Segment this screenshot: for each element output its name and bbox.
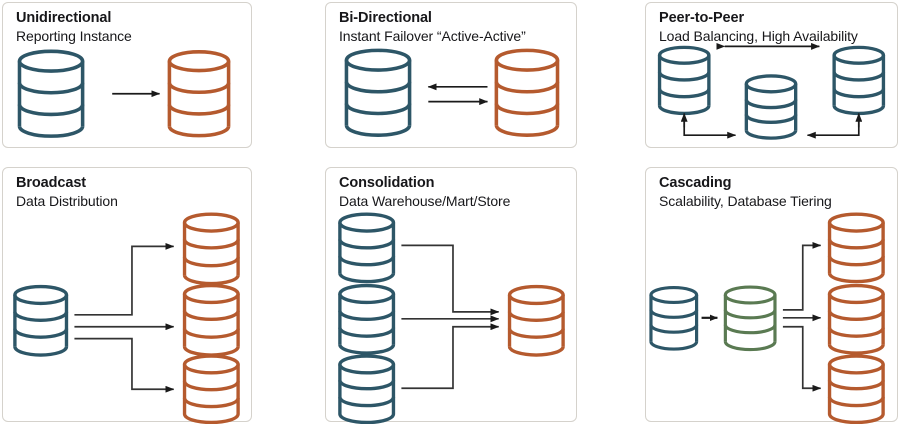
panel-title: Consolidation [339, 175, 435, 191]
panel-unidirectional: Unidirectional Reporting Instance [2, 2, 252, 148]
broadcast-artwork [13, 212, 240, 424]
panel-title: Broadcast [16, 175, 87, 191]
consolidation-artwork [338, 212, 565, 424]
panel-title-block: Broadcast Data Distribution [16, 175, 118, 209]
panel-peer-to-peer: Peer-to-Peer Load Balancing, High Availa… [645, 2, 898, 148]
panel-broadcast: Broadcast Data Distribution [2, 167, 252, 424]
panel-title: Bi-Directional [339, 10, 432, 26]
db-cylinder-peer-center [744, 74, 798, 140]
arrow-relay-to-target-bottom [782, 325, 822, 392]
panel-title-block: Unidirectional Reporting Instance [16, 10, 132, 44]
panel-title-block: Consolidation Data Warehouse/Mart/Store [339, 175, 510, 209]
db-cylinder-source [17, 49, 85, 138]
panel-title: Unidirectional [16, 10, 112, 26]
panel-subtitle: Instant Failover “Active-Active” [339, 27, 526, 44]
panel-consolidation: Consolidation Data Warehouse/Mart/Store [325, 167, 577, 424]
panel-title-block: Bi-Directional Instant Failover “Active-… [339, 10, 526, 44]
db-cylinder-target-top [827, 212, 885, 284]
db-cylinder-relay [723, 285, 777, 352]
arrow-left-up-into-center [683, 117, 737, 139]
db-cylinder-target-bottom [827, 354, 885, 424]
db-cylinder-source-bottom [338, 354, 396, 424]
db-cylinder-peer-topright [832, 45, 886, 116]
db-cylinder-target-middle [182, 283, 240, 357]
db-cylinder-target-middle [827, 283, 885, 355]
db-cylinder-target-top [182, 212, 240, 286]
peer-to-peer-artwork [657, 42, 886, 140]
arrow-broadcast-top [74, 242, 175, 316]
db-cylinder-peer-topleft [657, 45, 711, 116]
db-cylinder-target [167, 50, 231, 138]
panel-title-block: Peer-to-Peer Load Balancing, High Availa… [659, 10, 858, 44]
arrow-broadcast-bottom [74, 337, 175, 393]
panel-cascading: Cascading Scalability, Database Tiering [645, 167, 898, 424]
panel-title-block: Cascading Scalability, Database Tiering [659, 175, 832, 209]
arrow-right-up-into-center [806, 117, 860, 139]
db-cylinder-source-top [338, 212, 396, 284]
db-cylinder-target-bottom [182, 354, 240, 424]
arrow-relay-to-target-top [782, 241, 822, 311]
panel-bi-directional: Bi-Directional Instant Failover “Active-… [325, 2, 577, 148]
arrow-consolidate-top [401, 244, 500, 316]
db-cylinder-peer-left [344, 48, 412, 137]
panel-subtitle: Data Warehouse/Mart/Store [339, 192, 511, 209]
bi-directional-artwork [344, 48, 560, 137]
panel-subtitle: Data Distribution [16, 192, 118, 209]
panel-title: Cascading [659, 175, 732, 191]
panel-subtitle: Reporting Instance [16, 27, 132, 44]
db-cylinder-peer-right [494, 48, 560, 137]
arrow-consolidate-bottom [401, 323, 500, 390]
panel-subtitle: Scalability, Database Tiering [659, 192, 832, 209]
db-cylinder-source [13, 284, 69, 357]
panel-subtitle: Load Balancing, High Availability [659, 27, 858, 44]
panel-title: Peer-to-Peer [659, 10, 745, 26]
db-cylinder-source [649, 285, 699, 351]
unidirectional-artwork [17, 49, 231, 138]
db-cylinder-source-middle [338, 283, 396, 355]
cascading-artwork [649, 212, 885, 424]
db-cylinder-target [507, 284, 565, 357]
